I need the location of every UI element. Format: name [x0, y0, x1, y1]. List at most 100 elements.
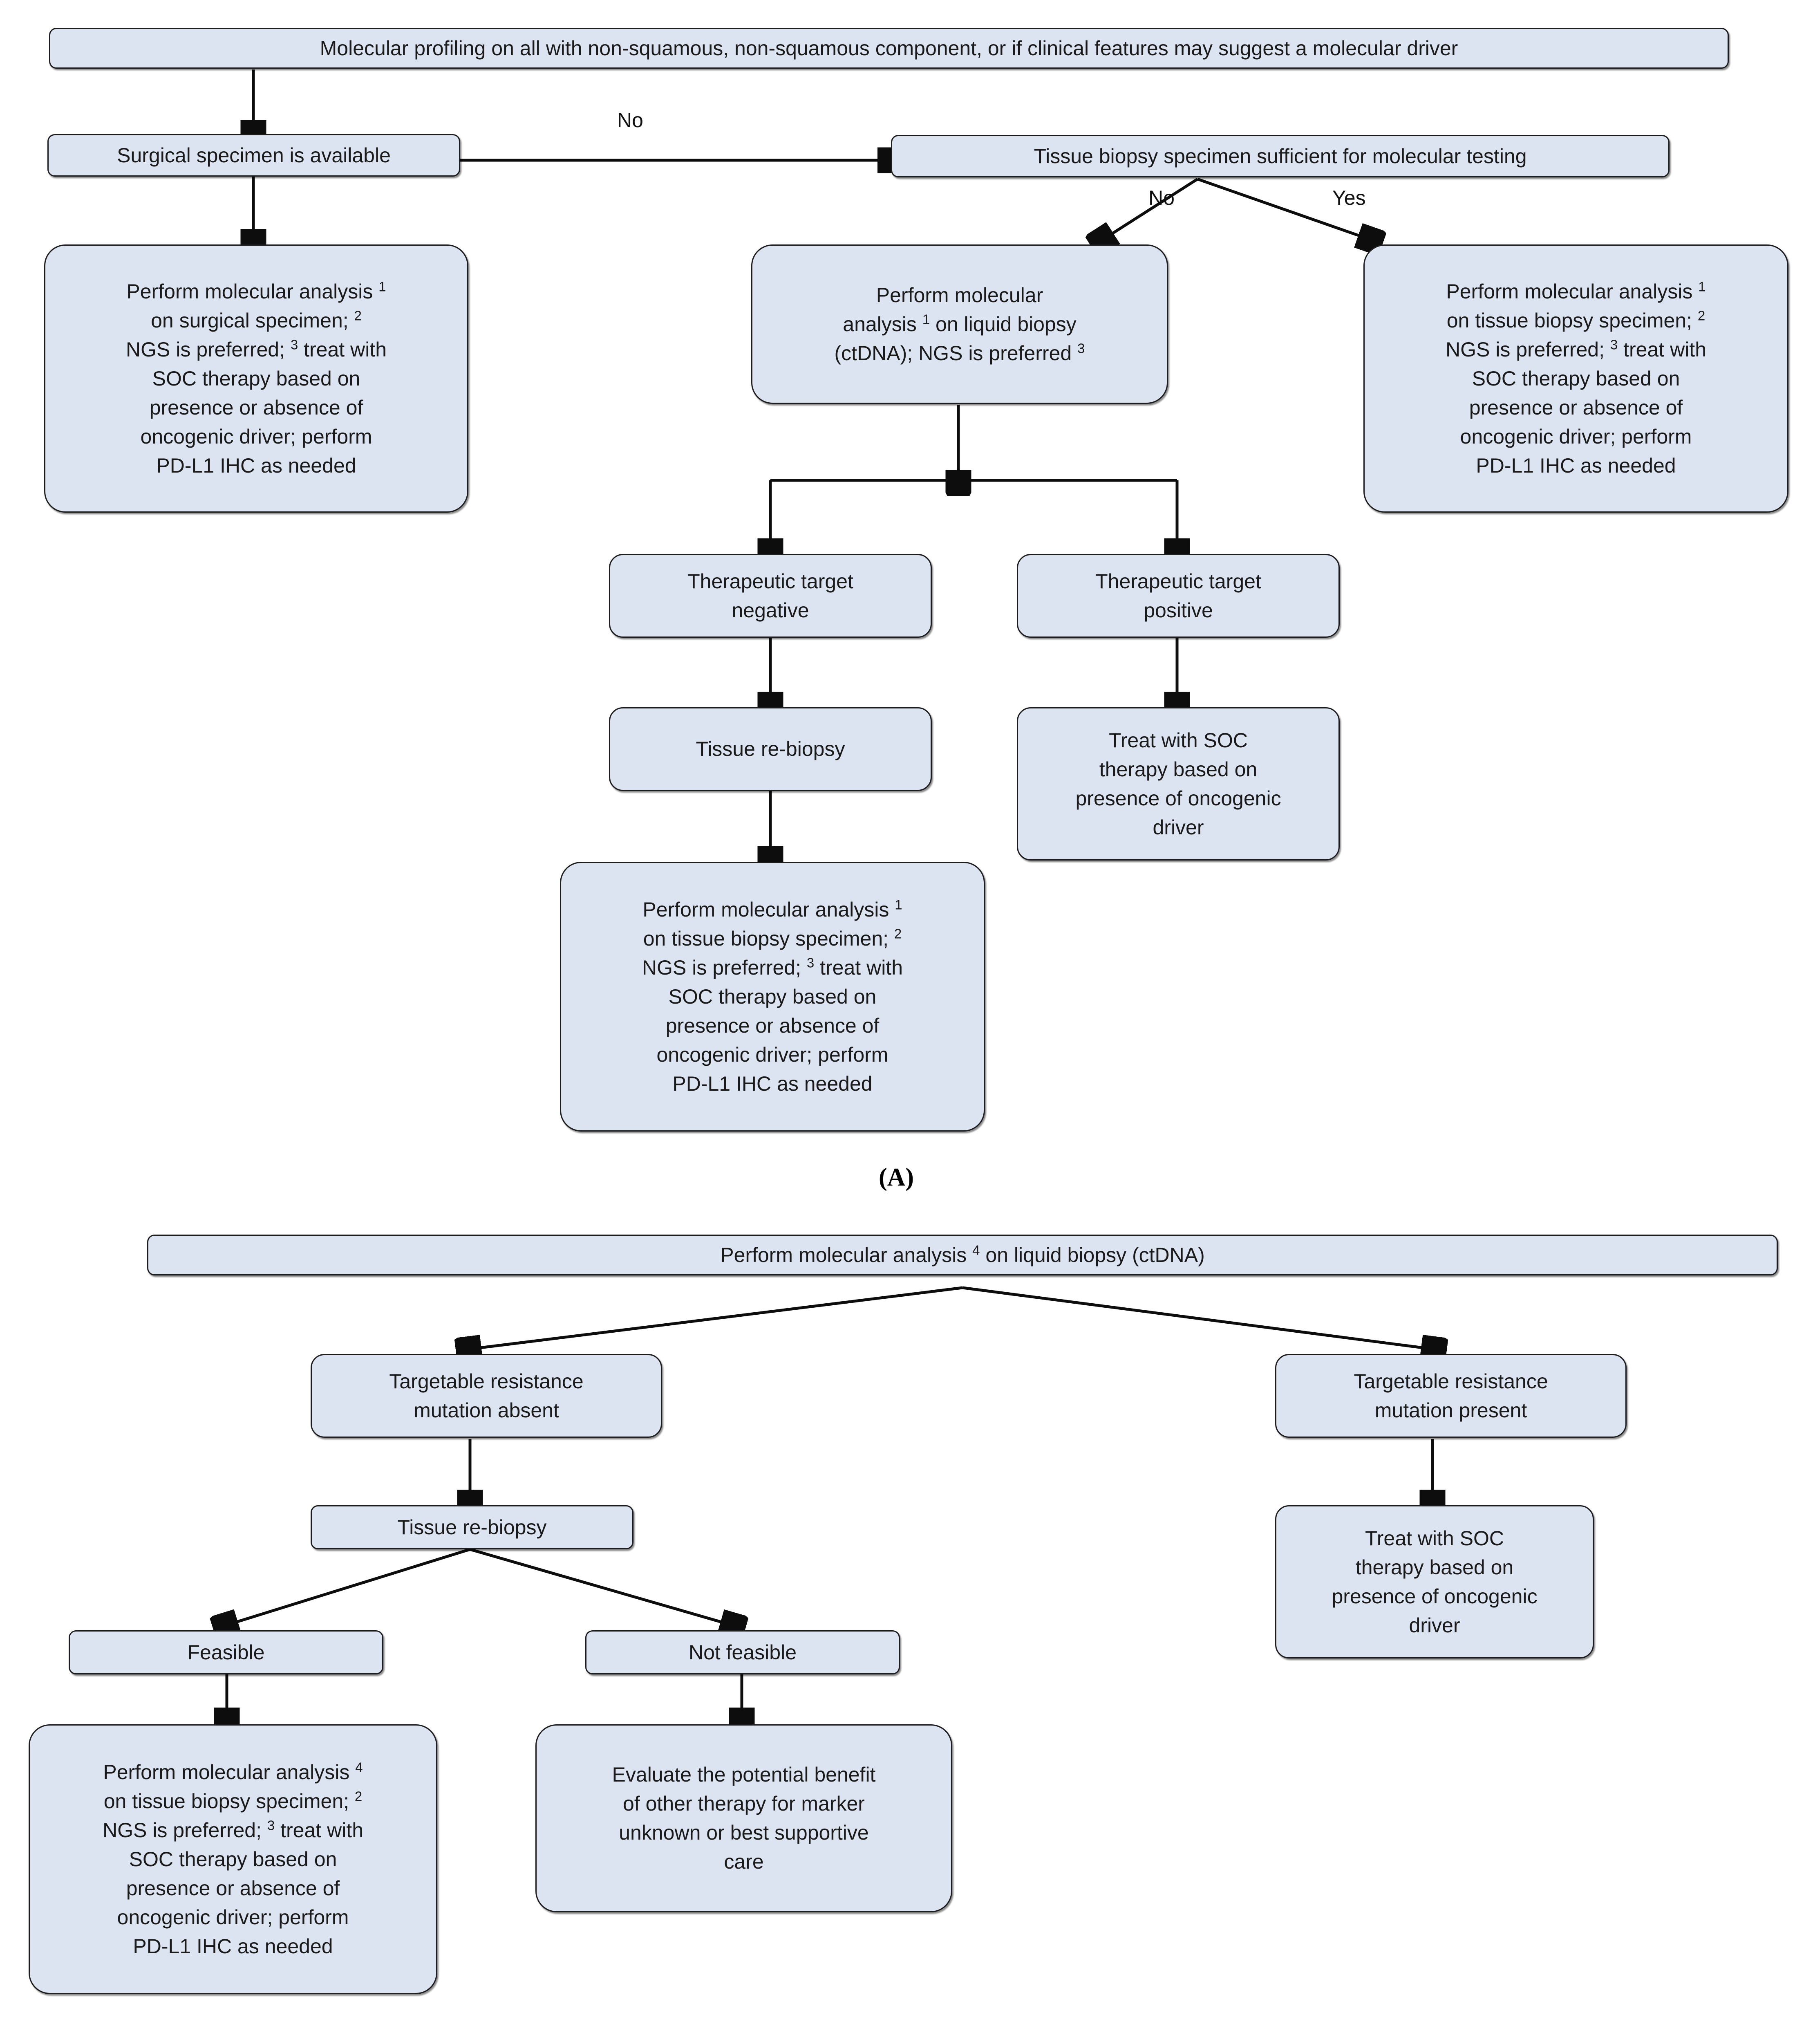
line-4: driver — [1409, 1614, 1460, 1637]
node-label: Surgical specimen is available — [117, 143, 391, 167]
node-label: Tissue re-biopsy — [696, 737, 845, 760]
edge-label-surgical-no: No — [617, 109, 643, 132]
node-label: Perform molecular analysis 4 on tissue b… — [30, 1758, 436, 1961]
node-perform-analysis-rebiopsy-specimen[interactable]: Perform molecular analysis 1 on tissue b… — [560, 862, 985, 1132]
line-2: mutation present — [1374, 1399, 1527, 1422]
line-3a: NGS is preferred; — [102, 1818, 267, 1842]
line-2: mutation absent — [414, 1399, 559, 1422]
node-targetable-resistance-mutation-present[interactable]: Targetable resistance mutation present — [1275, 1354, 1627, 1438]
footnote-3: 3 — [1610, 336, 1618, 352]
line-2: of other therapy for marker — [623, 1792, 865, 1815]
line-4: SOC therapy based on — [152, 367, 360, 390]
line-4: SOC therapy based on — [129, 1847, 337, 1871]
node-label: Perform molecular analysis 1 on liquid b… — [752, 281, 1167, 368]
line-5: presence or absence of — [665, 1014, 880, 1037]
line-2: on surgical specimen; — [151, 309, 354, 332]
footnote-2: 2 — [354, 1788, 363, 1804]
node-label: Perform molecular analysis 1 on surgical… — [45, 277, 467, 480]
footnote-3: 3 — [290, 336, 298, 352]
line-3: presence of oncogenic — [1075, 787, 1281, 810]
line-4: driver — [1153, 816, 1204, 839]
node-label: Treat with SOC therapy based on presence… — [1018, 726, 1338, 842]
node-label: Tissue biopsy specimen sufficient for mo… — [1034, 144, 1527, 168]
node-label: Perform molecular analysis 4 on liquid b… — [148, 1241, 1777, 1270]
node-label: Treat with SOC therapy based on presence… — [1276, 1524, 1593, 1640]
node-tissue-biopsy-sufficient[interactable]: Tissue biopsy specimen sufficient for mo… — [891, 135, 1670, 177]
line-1: Perform molecular analysis — [1446, 280, 1699, 303]
node-feasible-perform-analysis[interactable]: Perform molecular analysis 4 on tissue b… — [29, 1724, 437, 1994]
footnote-3: 3 — [1077, 340, 1085, 356]
line-4: care — [724, 1850, 764, 1873]
footnote-1: 1 — [1698, 278, 1706, 294]
node-label: Not feasible — [688, 1641, 797, 1664]
line-3a: NGS is preferred; — [642, 956, 807, 979]
line-2b: on liquid biopsy — [930, 312, 1077, 336]
footnote-1: 1 — [895, 896, 902, 912]
node-label: Perform molecular analysis 1 on tissue b… — [1365, 277, 1787, 480]
line-5: presence or absence of — [149, 396, 363, 419]
line-3a: NGS is preferred; — [1445, 338, 1610, 361]
line-2: on tissue biopsy specimen; — [103, 1789, 355, 1813]
line-1: Perform molecular analysis — [103, 1760, 356, 1784]
node-panelb-root-liquid-biopsy[interactable]: Perform molecular analysis 4 on liquid b… — [147, 1235, 1778, 1275]
line-4: SOC therapy based on — [668, 985, 877, 1008]
line-6: oncogenic driver; perform — [1460, 425, 1692, 448]
line-1: Perform molecular analysis — [642, 898, 895, 921]
node-treat-soc-oncogenic-driver-a[interactable]: Treat with SOC therapy based on presence… — [1017, 707, 1340, 861]
line-b: on liquid biopsy (ctDNA) — [980, 1243, 1205, 1266]
line-3b: treat with — [1618, 338, 1706, 361]
line-2: negative — [732, 598, 809, 622]
node-surgical-specimen-available[interactable]: Surgical specimen is available — [47, 134, 460, 177]
node-therapeutic-target-positive[interactable]: Therapeutic target positive — [1017, 554, 1340, 638]
line-6: oncogenic driver; perform — [140, 425, 372, 448]
line-1: Targetable resistance — [1354, 1369, 1548, 1393]
line-7: PD-L1 IHC as needed — [133, 1934, 333, 1958]
line-7: PD-L1 IHC as needed — [1476, 454, 1676, 477]
node-perform-analysis-tissue-biopsy-specimen[interactable]: Perform molecular analysis 1 on tissue b… — [1363, 244, 1788, 513]
line-1: Treat with SOC — [1365, 1526, 1504, 1550]
line-2: on tissue biopsy specimen; — [1446, 309, 1698, 332]
line-3b: treat with — [814, 956, 903, 979]
node-not-feasible-evaluate-other-therapy[interactable]: Evaluate the potential benefit of other … — [535, 1724, 952, 1912]
node-feasible[interactable]: Feasible — [69, 1630, 383, 1674]
node-perform-analysis-surgical-specimen[interactable]: Perform molecular analysis 1 on surgical… — [44, 244, 468, 513]
line-3a: NGS is preferred; — [125, 338, 291, 361]
line-7: PD-L1 IHC as needed — [672, 1072, 873, 1095]
node-tissue-re-biopsy-b[interactable]: Tissue re-biopsy — [311, 1505, 633, 1549]
line-6: oncogenic driver; perform — [656, 1043, 889, 1066]
line-1: Treat with SOC — [1109, 728, 1248, 752]
footnote-1: 1 — [378, 278, 386, 294]
footnote-2: 2 — [894, 926, 902, 941]
node-targetable-resistance-mutation-absent[interactable]: Targetable resistance mutation absent — [311, 1354, 662, 1438]
line-3a: (ctDNA); NGS is preferred — [834, 341, 1078, 365]
panel-caption-a: (A) — [879, 1163, 914, 1191]
edge-label-biopsy-no: No — [1148, 186, 1175, 209]
node-label: Targetable resistance mutation present — [1276, 1367, 1625, 1425]
line-1: Therapeutic target — [1095, 569, 1261, 593]
node-label: Molecular profiling on all with non-squa… — [320, 36, 1458, 60]
line-3b: treat with — [275, 1818, 363, 1842]
line-3: presence of oncogenic — [1332, 1585, 1538, 1608]
node-molecular-profiling-root[interactable]: Molecular profiling on all with non-squa… — [49, 28, 1729, 69]
node-tissue-re-biopsy-a[interactable]: Tissue re-biopsy — [609, 707, 932, 791]
line-1: Perform molecular analysis — [126, 280, 379, 303]
node-perform-analysis-liquid-biopsy[interactable]: Perform molecular analysis 1 on liquid b… — [751, 244, 1168, 404]
line-3b: treat with — [298, 338, 387, 361]
line-1: Perform molecular — [876, 283, 1043, 307]
footnote-4: 4 — [972, 1242, 980, 1257]
line-1: Evaluate the potential benefit — [612, 1763, 876, 1786]
node-therapeutic-target-negative[interactable]: Therapeutic target negative — [609, 554, 932, 638]
line-2a: analysis — [843, 312, 922, 336]
node-not-feasible[interactable]: Not feasible — [585, 1630, 900, 1674]
line-2: therapy based on — [1355, 1555, 1514, 1579]
footnote-2: 2 — [1697, 307, 1705, 323]
line-5: presence or absence of — [126, 1876, 340, 1900]
line-2: therapy based on — [1099, 758, 1258, 781]
line-2: positive — [1144, 598, 1213, 622]
node-label: Tissue re-biopsy — [397, 1515, 547, 1539]
node-treat-soc-oncogenic-driver-b[interactable]: Treat with SOC therapy based on presence… — [1275, 1505, 1594, 1659]
node-label: Perform molecular analysis 1 on tissue b… — [561, 895, 984, 1098]
node-label: Feasible — [187, 1641, 265, 1664]
line-1: Therapeutic target — [687, 569, 853, 593]
